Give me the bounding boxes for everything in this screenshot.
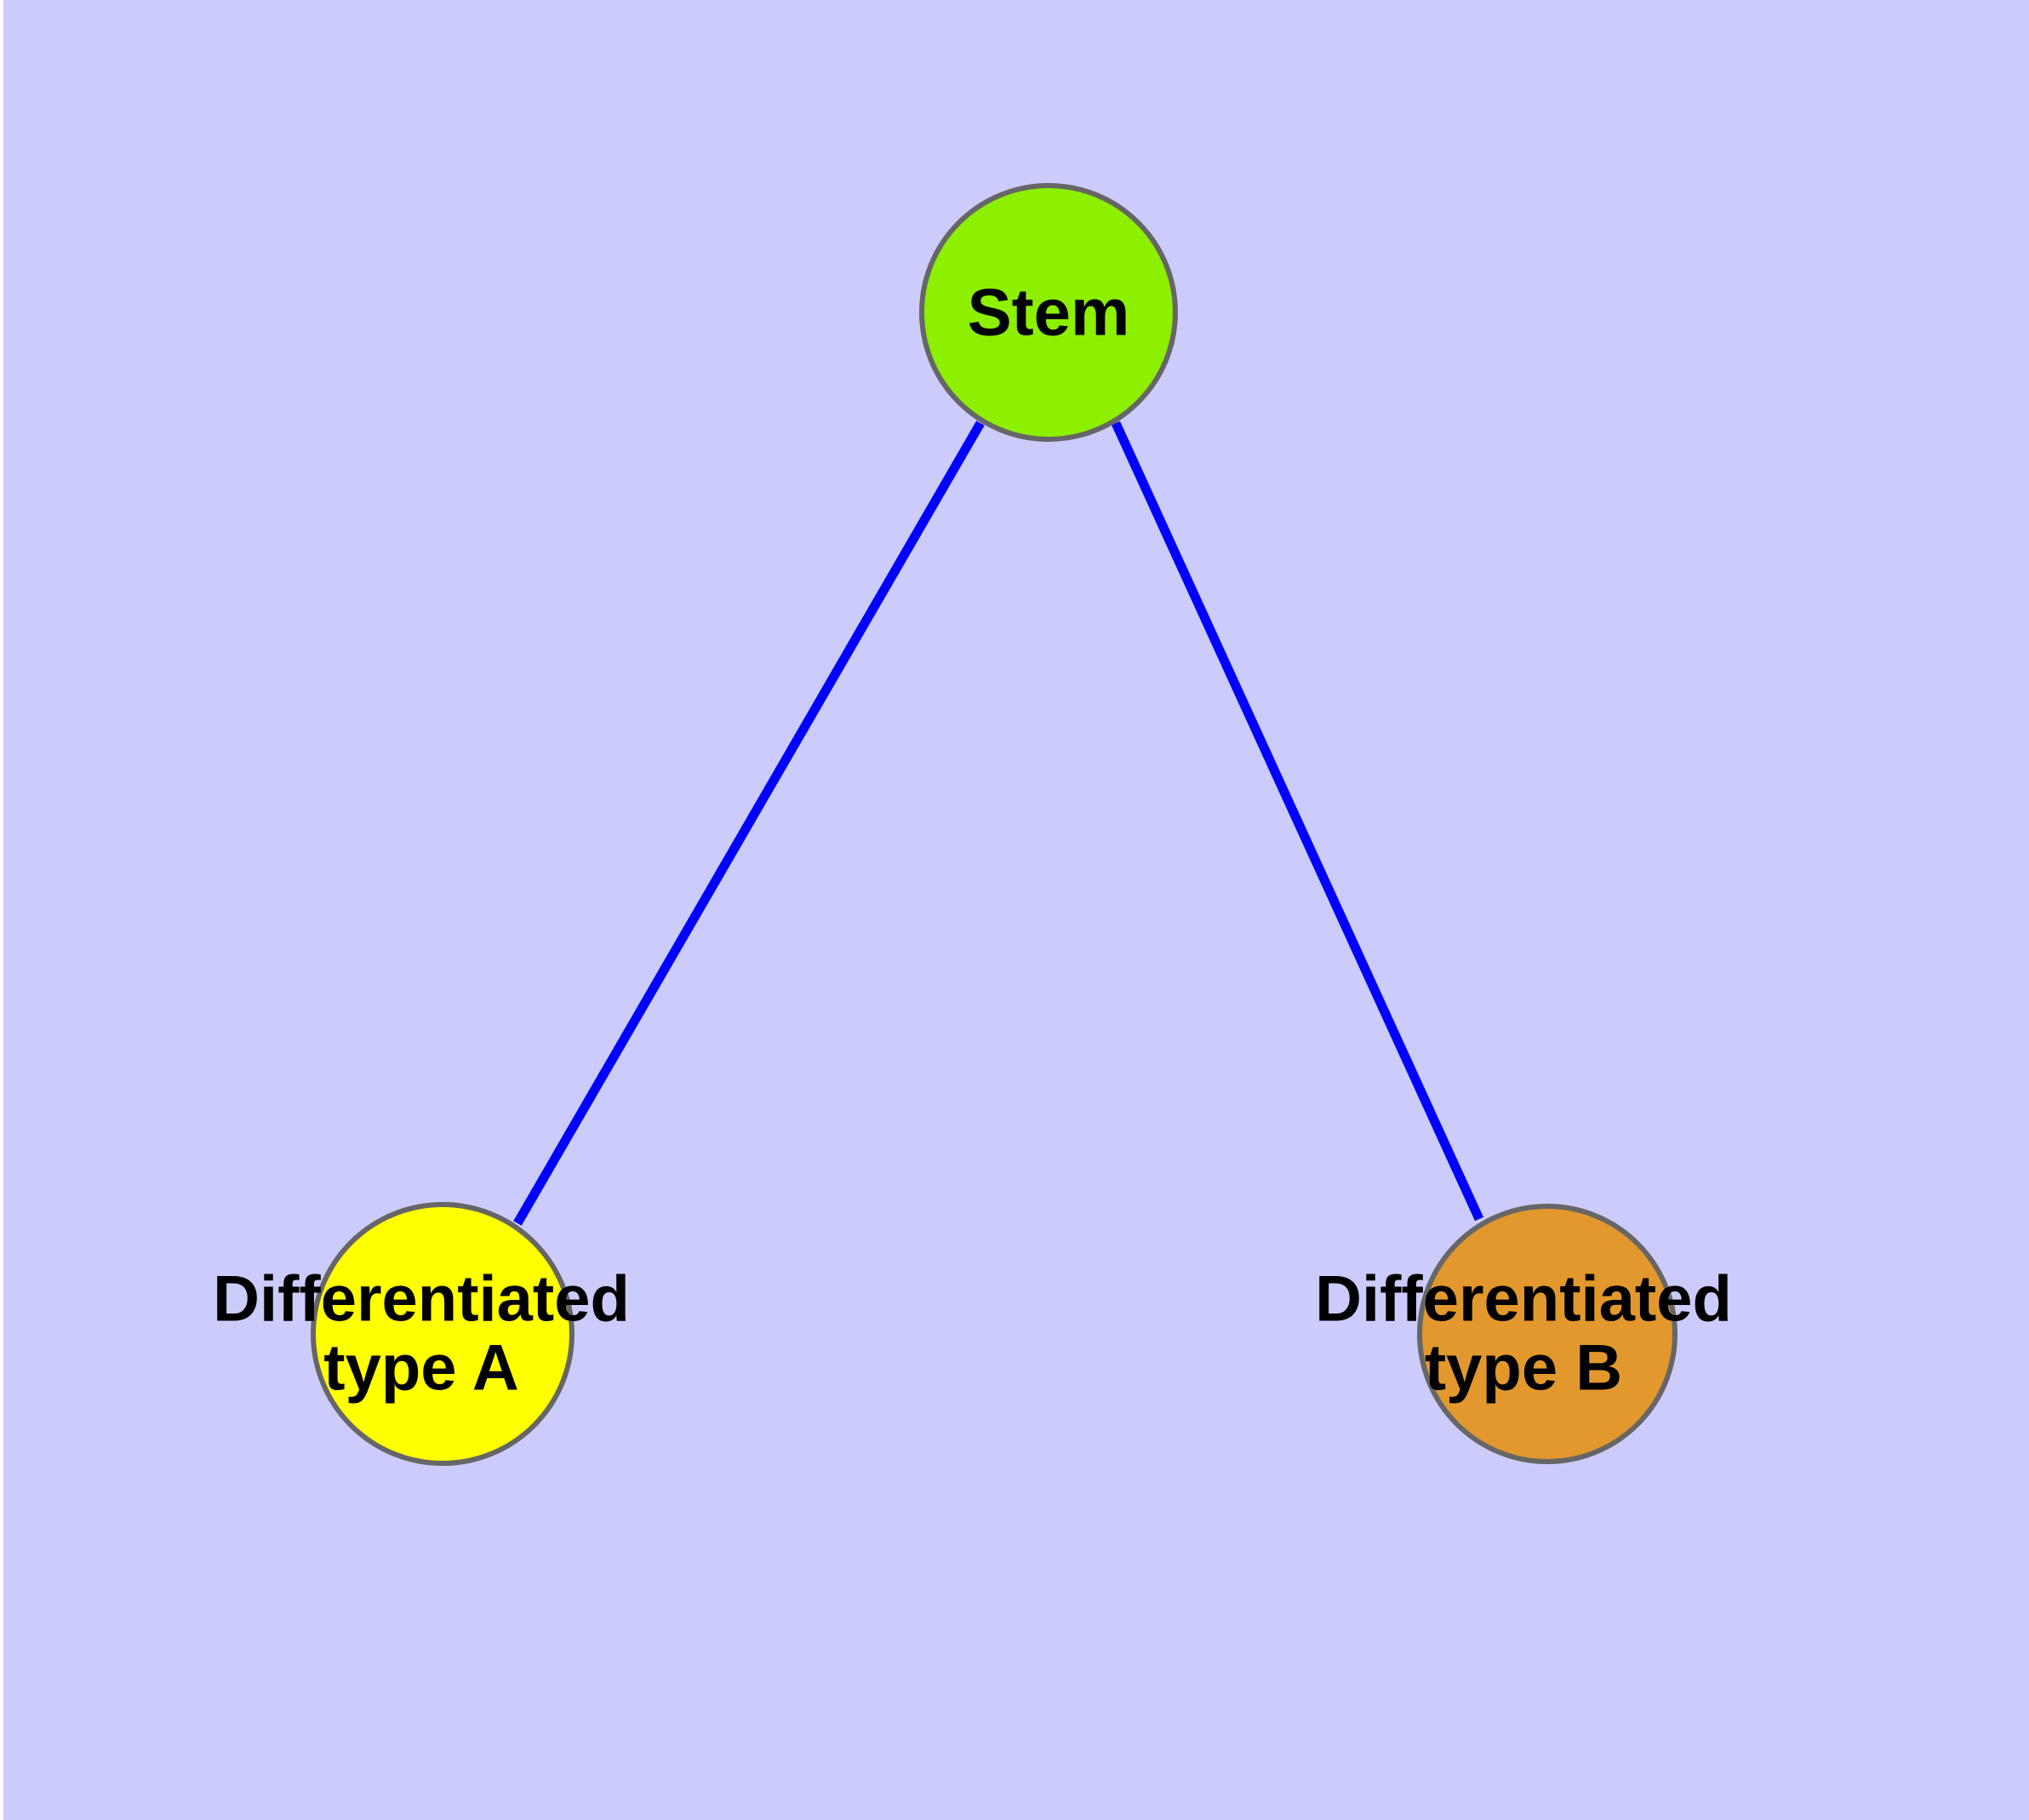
node-layer: [311, 183, 1677, 1466]
edge-stem-to-diff-a[interactable]: [513, 421, 985, 1226]
node-diff-a-circle[interactable]: [311, 1202, 574, 1466]
edge-layer: [513, 421, 1484, 1226]
node-stem-circle[interactable]: [919, 183, 1178, 442]
node-diff-b-circle[interactable]: [1417, 1204, 1677, 1464]
edge-stem-to-diff-b[interactable]: [1111, 421, 1484, 1222]
